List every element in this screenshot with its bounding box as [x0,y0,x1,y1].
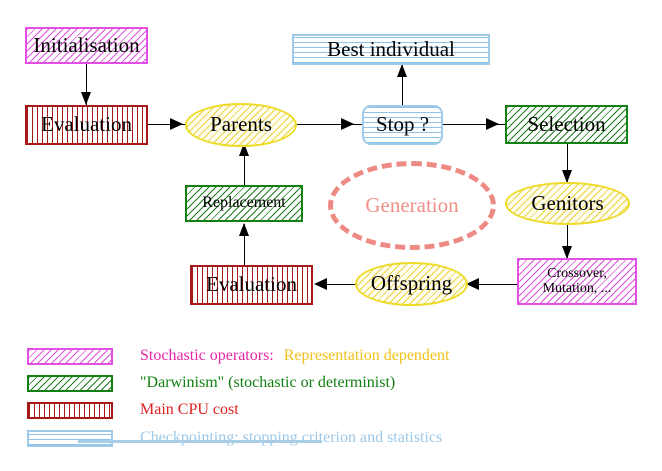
node-evaluation-bottom[interactable]: Evaluation [190,265,313,305]
edge-replacement-to-parents [244,144,245,186]
edge-genitors-to-crossover [567,224,568,260]
node-evaluation-top[interactable]: Evaluation [25,105,148,145]
edge-initialisation-to-evaluation [86,63,87,105]
edge-parents-to-stop [297,124,365,125]
arrowhead-selection-to-genitors [562,170,572,183]
legend-swatch-checkpointing [27,429,113,447]
arrowhead-stop-to-selection [486,118,499,130]
node-genitors-label: Genitors [531,190,604,215]
arrowhead-offspring-to-evaluation [314,278,327,290]
legend-label-darwinism: "Darwinism" (stochastic or determinist) [140,374,396,391]
legend-label-representation-dependent: Representation dependent [283,347,450,364]
bottom-divider [78,440,322,443]
legend-row: Main CPU cost [27,400,239,420]
node-initialisation[interactable]: Initialisation [25,27,148,64]
node-generation-label: Generation [365,193,459,217]
node-best-individual-label: Best individual [327,36,455,61]
legend-row: Checkpointing: stopping criterion and st… [27,428,442,448]
legend: Stochastic operators: Representation dep… [0,340,662,460]
legend-swatch-stochastic-operators [27,347,113,365]
node-generation-annotation: Generation [328,161,496,250]
arrowhead-stop-to-best-individual [397,64,407,77]
arrowhead-replacement-to-parents [239,143,249,156]
node-selection-label: Selection [527,111,606,136]
arrowhead-evaluation-to-parents [170,118,183,130]
node-evaluation-top-label: Evaluation [41,112,132,137]
node-crossover-mutation-label: Crossover, Mutation, ... [542,265,612,296]
node-offspring[interactable]: Offspring [355,262,468,306]
arrowhead-parents-to-stop [341,118,354,130]
arrowhead-evaluation-to-replacement [239,223,249,236]
legend-row: Stochastic operators: Representation dep… [27,346,449,366]
node-parents[interactable]: Parents [185,103,297,147]
node-initialisation-label: Initialisation [33,32,140,57]
node-crossover-mutation[interactable]: Crossover, Mutation, ... [517,258,637,305]
node-best-individual[interactable]: Best individual [292,34,490,65]
edge-stop-to-best-individual [402,65,403,107]
node-replacement-label: Replacement [202,194,286,212]
node-stop-label: Stop ? [375,112,430,137]
edge-stop-to-selection [443,124,507,125]
legend-label-main-cpu-cost: Main CPU cost [140,401,239,418]
legend-swatch-darwinism [27,374,113,392]
arrowhead-crossover-to-offspring [466,278,479,290]
legend-row: "Darwinism" (stochastic or determinist) [27,373,395,393]
edge-crossover-to-offspring [468,284,520,285]
node-parents-label: Parents [210,112,272,137]
node-genitors[interactable]: Genitors [505,182,630,225]
legend-label-stochastic-operators: Stochastic operators: [140,347,274,364]
arrowhead-initialisation-to-evaluation [81,92,91,105]
edge-evaluation-to-replacement [244,224,245,266]
arrowhead-genitors-to-crossover [562,246,572,259]
node-stop[interactable]: Stop ? [362,105,443,145]
edge-selection-to-genitors [567,144,568,184]
legend-swatch-main-cpu-cost [27,401,113,419]
node-offspring-label: Offspring [370,271,453,296]
legend-label-checkpointing: Checkpointing: stopping criterion and st… [140,429,443,446]
edge-offspring-to-evaluation [316,284,360,285]
node-evaluation-bottom-label: Evaluation [206,272,297,297]
node-selection[interactable]: Selection [505,105,628,144]
node-replacement[interactable]: Replacement [185,185,303,222]
